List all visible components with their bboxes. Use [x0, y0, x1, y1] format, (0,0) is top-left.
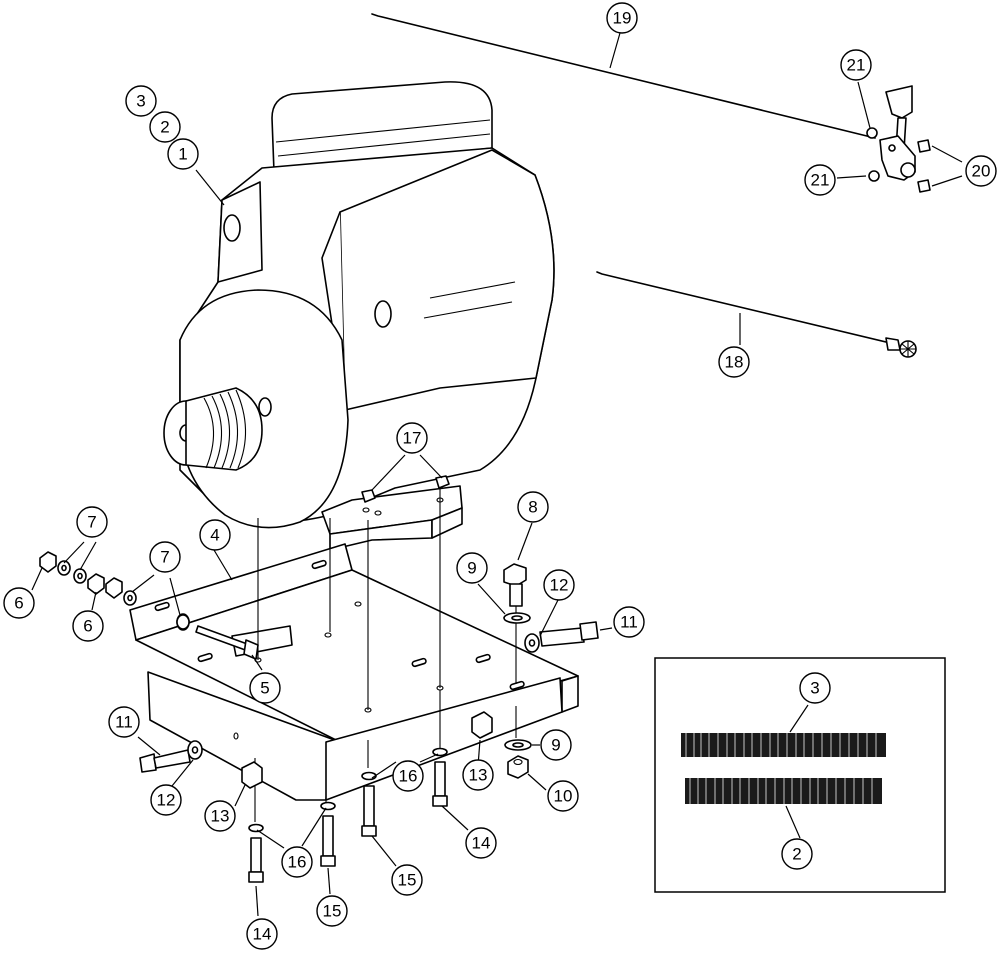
svg-text:16: 16	[288, 853, 307, 872]
throttle-control-lever	[866, 85, 931, 193]
callout-2-inset: 2	[781, 838, 813, 870]
svg-text:3: 3	[136, 92, 145, 111]
svg-text:6: 6	[83, 617, 92, 636]
alignment-lines	[254, 488, 517, 822]
callout-9: 9	[456, 552, 488, 584]
svg-text:1: 1	[178, 145, 187, 164]
callout-3: 3	[125, 85, 157, 117]
callout-6: 6	[3, 587, 35, 619]
svg-text:12: 12	[550, 576, 569, 595]
base-plate	[129, 543, 579, 801]
callout-15: 15	[391, 864, 423, 896]
callout-13: 13	[462, 759, 494, 791]
callout-7: 7	[149, 541, 181, 573]
svg-text:15: 15	[323, 902, 342, 921]
callout-13: 13	[204, 800, 236, 832]
callout-9: 9	[540, 729, 572, 761]
svg-text:14: 14	[472, 834, 491, 853]
choke-cable	[596, 271, 917, 358]
svg-text:6: 6	[14, 594, 23, 613]
svg-text:16: 16	[399, 767, 418, 786]
strip-3	[681, 733, 886, 757]
svg-text:20: 20	[972, 162, 991, 181]
svg-text:5: 5	[260, 679, 269, 698]
svg-text:21: 21	[811, 171, 830, 190]
callout-6: 6	[72, 610, 104, 642]
callout-19: 19	[606, 2, 638, 34]
callout-1: 1	[167, 138, 199, 170]
callout-4: 4	[199, 519, 231, 551]
svg-text:11: 11	[115, 713, 133, 732]
callout-18: 18	[718, 346, 750, 378]
callout-3-inset: 3	[799, 672, 831, 704]
callout-10: 10	[547, 780, 579, 812]
callout-12: 12	[150, 784, 182, 816]
hardware	[39, 551, 599, 883]
svg-text:2: 2	[160, 118, 169, 137]
svg-text:15: 15	[398, 871, 417, 890]
callout-11: 11	[613, 606, 645, 638]
svg-text:21: 21	[847, 56, 866, 75]
callout-21: 21	[840, 49, 872, 81]
svg-text:3: 3	[810, 679, 819, 698]
svg-text:4: 4	[210, 526, 219, 545]
leaders	[31, 32, 963, 917]
callout-2: 2	[149, 111, 181, 143]
callout-12: 12	[543, 569, 575, 601]
callout-8: 8	[517, 491, 549, 523]
engine	[163, 81, 555, 529]
svg-text:17: 17	[403, 429, 422, 448]
svg-text:8: 8	[528, 498, 537, 517]
svg-text:12: 12	[157, 791, 176, 810]
svg-text:19: 19	[613, 9, 632, 28]
callout-16: 16	[281, 846, 313, 878]
svg-text:18: 18	[725, 353, 744, 372]
svg-text:13: 13	[211, 807, 230, 826]
svg-text:2: 2	[792, 845, 801, 864]
callout-15: 15	[316, 895, 348, 927]
callout-20: 20	[965, 155, 997, 187]
mounting-block	[321, 475, 463, 551]
callout-16: 16	[392, 760, 424, 792]
callout-21: 21	[804, 164, 836, 196]
svg-text:9: 9	[551, 736, 560, 755]
callout-5: 5	[249, 672, 281, 704]
svg-text:9: 9	[467, 559, 476, 578]
callout-14: 14	[465, 827, 497, 859]
svg-text:7: 7	[87, 513, 96, 532]
inset-box	[654, 657, 946, 893]
strip-2	[685, 778, 882, 804]
svg-text:7: 7	[160, 548, 169, 567]
callout-17: 17	[396, 422, 428, 454]
svg-text:10: 10	[554, 787, 573, 806]
callout-11: 11	[108, 706, 140, 738]
svg-text:11: 11	[620, 613, 638, 632]
throttle-cable	[371, 13, 876, 139]
callout-7: 7	[76, 506, 108, 538]
svg-text:14: 14	[253, 925, 272, 944]
svg-text:13: 13	[469, 766, 488, 785]
callout-14: 14	[246, 918, 278, 950]
